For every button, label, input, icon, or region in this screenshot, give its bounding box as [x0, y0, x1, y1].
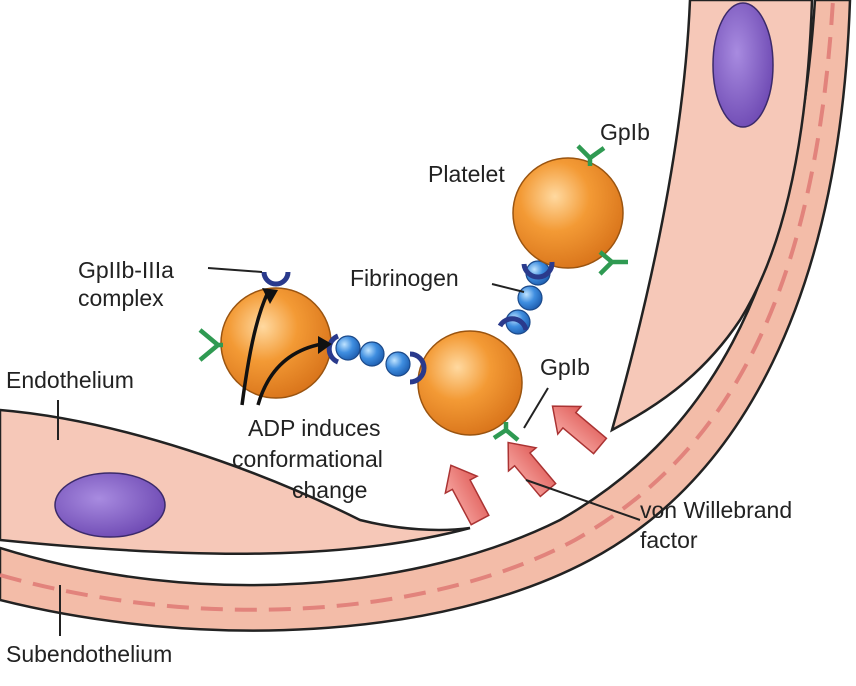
label-endothelium: Endothelium	[6, 367, 134, 393]
endothelium-right	[610, 0, 814, 433]
platelet-top	[512, 157, 624, 269]
label-fibrinogen: Fibrinogen	[350, 265, 459, 291]
label-gpiib-line1: GpIIb-IIIa	[78, 257, 174, 283]
nucleus-left	[54, 472, 166, 538]
label-subendothelium: Subendothelium	[6, 641, 172, 667]
gpib-receptor-top-right	[598, 250, 628, 276]
gpiib-receptor-middle-top	[497, 316, 529, 331]
leader-lines	[57, 267, 641, 636]
adp-arrowhead-2	[318, 336, 332, 354]
label-adp-line3: change	[292, 477, 367, 503]
label-adp-line1: ADP induces	[248, 415, 381, 441]
label-gpib-middle: GpIb	[540, 354, 590, 380]
subendothelium-fibers	[0, 0, 835, 612]
label-gpib-top: GpIb	[600, 119, 650, 145]
label-vwf-line1: von Willebrand	[640, 497, 792, 523]
gpiib-receptor-right	[326, 333, 340, 365]
adp-arrows	[240, 291, 323, 406]
platelet-left	[220, 287, 332, 399]
label-gpiib-line2: complex	[78, 285, 164, 311]
fibrinogen-chain-horizontal	[335, 335, 411, 377]
gpiib-receptor-middle-left	[409, 351, 427, 385]
nucleus-right	[712, 2, 774, 128]
label-vwf-line2: factor	[640, 527, 698, 553]
vwf-arrow-2	[507, 441, 557, 498]
vwf-arrow-1	[444, 464, 490, 526]
gpib-receptor-top	[576, 144, 606, 166]
vwf-arrow-3	[551, 405, 608, 455]
adp-arrowhead-1	[262, 288, 278, 304]
platelet-middle	[417, 330, 523, 436]
gpib-receptor-left	[198, 328, 223, 362]
gpiib-receptor-top	[261, 271, 291, 287]
gpiib-receptor-top-lower	[521, 261, 555, 280]
label-platelet: Platelet	[428, 161, 505, 187]
label-adp-line2: conformational	[232, 446, 383, 472]
subendothelium-layer	[0, 0, 852, 632]
gpib-receptor-middle	[492, 422, 520, 442]
